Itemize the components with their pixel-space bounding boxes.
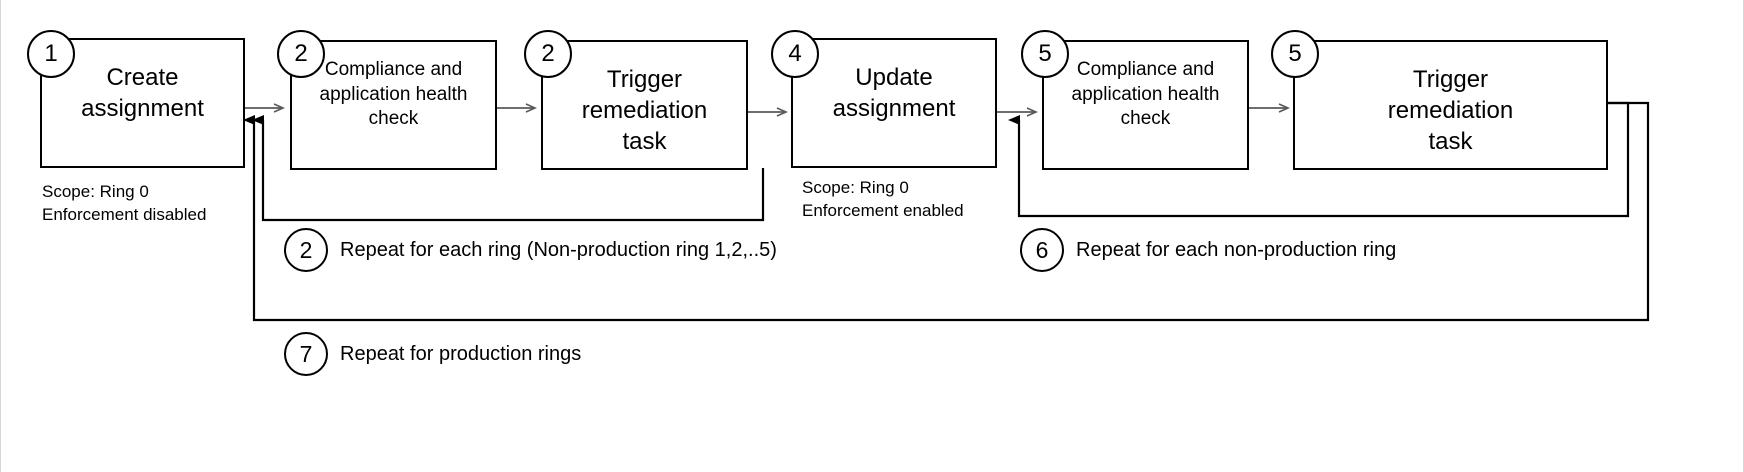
- step-badge-2a-number: 2: [294, 40, 308, 67]
- node-compliance-check-2-label: Compliance and application health check: [1071, 59, 1220, 130]
- legend-badge-7: 7: [284, 332, 328, 376]
- canvas-left-edge: [0, 0, 1, 472]
- legend-badge-2: 2: [284, 228, 328, 272]
- step-badge-1: 1: [27, 30, 75, 78]
- node-compliance-check-1-label: Compliance and application health check: [319, 59, 468, 130]
- node-trigger-remediation-1[interactable]: Trigger remediation task: [541, 40, 748, 170]
- step-badge-2a: 2: [277, 30, 325, 78]
- step-badge-5a: 5: [1021, 30, 1069, 78]
- node-compliance-check-2[interactable]: Compliance and application health check: [1042, 40, 1249, 170]
- node-compliance-check-1[interactable]: Compliance and application health check: [290, 40, 497, 170]
- legend-item-repeat-nonproduction: 6 Repeat for each non-production ring: [1020, 228, 1396, 272]
- step-badge-1-number: 1: [44, 40, 58, 67]
- node-trigger-remediation-1-label: Trigger remediation task: [581, 66, 708, 156]
- legend-badge-2-number: 2: [299, 236, 313, 263]
- legend-badge-6-number: 6: [1035, 236, 1049, 263]
- legend-badge-6: 6: [1020, 228, 1064, 272]
- legend-badge-7-number: 7: [299, 340, 313, 367]
- node-update-assignment-label: Update assignment: [832, 64, 956, 123]
- node-trigger-remediation-2-label: Trigger remediation task: [1387, 66, 1514, 156]
- node-create-assignment-label: Create assignment: [81, 64, 204, 123]
- step-badge-4-number: 4: [788, 40, 802, 67]
- node-update-assignment[interactable]: Update assignment: [791, 38, 997, 168]
- step-badge-2b-number: 2: [541, 40, 555, 67]
- loop-back-production-rings: [243, 101, 1650, 322]
- legend-text-repeat-production: Repeat for production rings: [340, 342, 582, 365]
- step-badge-5a-number: 5: [1038, 40, 1052, 67]
- legend-item-repeat-production: 7 Repeat for production rings: [284, 332, 581, 376]
- step-badge-5b-number: 5: [1288, 40, 1302, 67]
- legend-text-repeat-nonproduction: Repeat for each non-production ring: [1076, 238, 1397, 261]
- node-trigger-remediation-2[interactable]: Trigger remediation task: [1293, 40, 1608, 170]
- legend-item-repeat-each-ring: 2 Repeat for each ring (Non-production r…: [284, 228, 777, 272]
- loop-back-nonproduction-rings: [252, 115, 765, 222]
- note-create-assignment: Scope: Ring 0 Enforcement disabled: [42, 182, 207, 225]
- step-badge-2b: 2: [524, 30, 572, 78]
- note-update-assignment: Scope: Ring 0 Enforcement enabled: [802, 178, 964, 221]
- step-badge-5b: 5: [1271, 30, 1319, 78]
- legend-text-repeat-each-ring: Repeat for each ring (Non-production rin…: [340, 238, 777, 261]
- step-badge-4: 4: [771, 30, 819, 78]
- node-create-assignment[interactable]: Create assignment: [40, 38, 245, 168]
